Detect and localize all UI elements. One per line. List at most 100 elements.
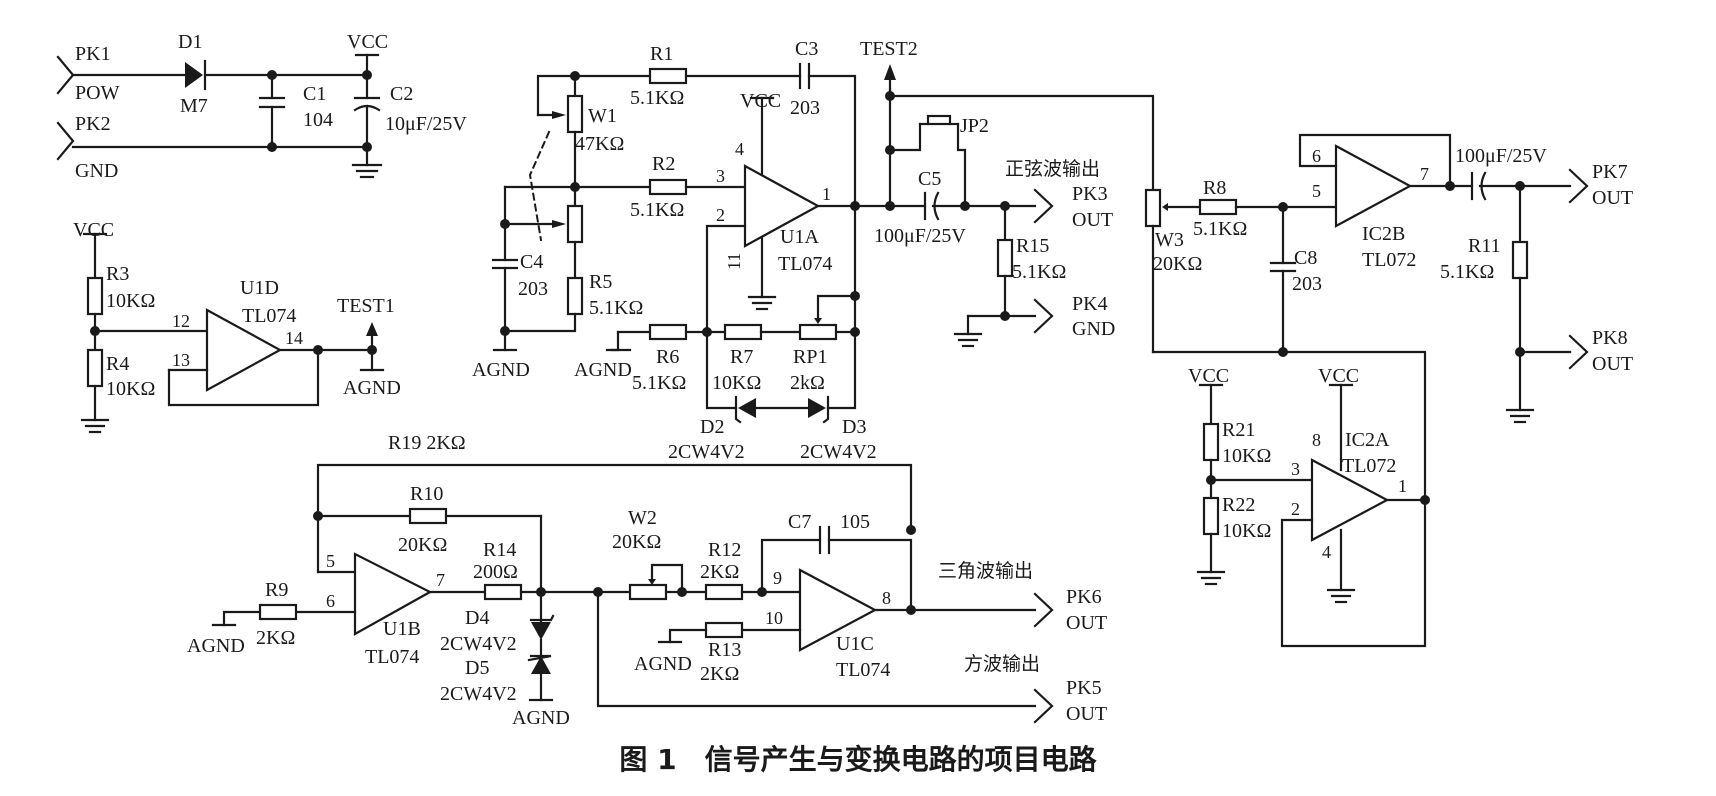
label-ic2a-pin1: 1	[1398, 476, 1407, 496]
label-c7-value: 105	[840, 511, 870, 533]
ic2-section	[1144, 133, 1589, 648]
label-vcc-r21: VCC	[1188, 365, 1229, 387]
label-pin14: 14	[285, 328, 303, 348]
resistor-r22	[1202, 496, 1220, 536]
label-agnd-r13: AGND	[634, 653, 692, 675]
label-r6-value: 5.1KΩ	[632, 372, 686, 394]
label-pin1: 1	[822, 184, 831, 204]
label-r21: R21	[1222, 419, 1255, 441]
label-pk3: PK3	[1072, 183, 1108, 205]
resistor-r6	[648, 323, 688, 341]
label-c5: C5	[918, 168, 941, 190]
label-vcc-u1d: VCC	[73, 219, 114, 241]
label-r21-value: 10KΩ	[1222, 445, 1271, 467]
label-pin4: 4	[735, 139, 744, 159]
label-r7: R7	[730, 346, 753, 368]
label-pk5: PK5	[1066, 677, 1102, 699]
label-d5: D5	[465, 657, 489, 679]
label-u1a-type: TL074	[778, 253, 832, 275]
label-square-output: 方波输出	[964, 653, 1040, 675]
zener-d5	[531, 656, 551, 674]
label-c4-value: 203	[518, 278, 548, 300]
resistor-r1	[648, 67, 688, 85]
label-d4-value: 2CW4V2	[440, 633, 517, 655]
label-vcc-u1a: VCC	[740, 90, 781, 112]
label-r12: R12	[708, 539, 741, 561]
label-pk4: PK4	[1072, 293, 1108, 315]
label-r7-value: 10KΩ	[712, 372, 761, 394]
label-r15-value: 5.1KΩ	[1012, 261, 1066, 283]
resistor-r7	[723, 323, 763, 341]
label-ic2b-pin5: 5	[1312, 181, 1321, 201]
diode-d1-symbol	[185, 62, 203, 88]
label-c2: C2	[390, 83, 413, 105]
label-ic2b-type: TL072	[1362, 249, 1416, 271]
label-c1: C1	[303, 83, 326, 105]
label-w3-value: 20KΩ	[1153, 253, 1202, 275]
label-w2-value: 20KΩ	[612, 531, 661, 553]
label-jp2: JP2	[960, 115, 989, 137]
power-input-section	[56, 53, 383, 179]
potentiometer-rp1	[798, 323, 838, 341]
label-r10-value: 20KΩ	[398, 534, 447, 556]
label-pin3: 3	[716, 166, 725, 186]
label-agnd-test1: AGND	[343, 377, 401, 399]
label-r11: R11	[1468, 235, 1501, 257]
label-r14-value: 200Ω	[473, 561, 518, 583]
label-d4: D4	[465, 607, 489, 629]
label-w1-value: 47KΩ	[575, 133, 624, 155]
label-c4: C4	[520, 251, 543, 273]
label-r5-value: 5.1KΩ	[589, 297, 643, 319]
label-c3: C3	[795, 38, 818, 60]
label-c9-value: 100μF/25V	[1455, 145, 1547, 167]
opamp-u1b	[353, 552, 433, 636]
label-r22-value: 10KΩ	[1222, 520, 1271, 542]
label-w3: W3	[1155, 229, 1184, 251]
component-labels: PK1 POW PK2 GND D1 M7 VCC C1 104 C2 10μF…	[73, 31, 1633, 729]
label-pk3-out: OUT	[1072, 209, 1113, 231]
label-r1: R1	[650, 43, 673, 65]
label-sine-output: 正弦波输出	[1005, 158, 1100, 180]
label-u1a: U1A	[780, 226, 819, 248]
opamp-u1c	[798, 568, 878, 652]
label-r4: R4	[106, 353, 129, 375]
label-ic2b-pin6: 6	[1312, 146, 1321, 166]
label-pin13: 13	[172, 350, 190, 370]
label-pk8: PK8	[1592, 327, 1628, 349]
label-c5-value: 100μF/25V	[874, 225, 966, 247]
label-ic2b-pin7: 7	[1420, 164, 1429, 184]
label-ic2b: IC2B	[1362, 223, 1405, 245]
resistor-r4	[86, 348, 104, 388]
label-pow: POW	[75, 82, 120, 104]
label-test2: TEST2	[860, 38, 918, 60]
label-r2-value: 5.1KΩ	[630, 199, 684, 221]
potentiometer-w3	[1144, 188, 1162, 228]
resistor-r8	[1198, 198, 1238, 216]
label-pk5-out: OUT	[1066, 703, 1107, 725]
label-d3: D3	[842, 416, 866, 438]
label-c3-value: 203	[790, 97, 820, 119]
label-ic2a-pin4: 4	[1322, 542, 1331, 562]
label-pin11: 11	[724, 253, 744, 270]
label-c2-value: 10μF/25V	[385, 113, 467, 135]
label-c7: C7	[788, 511, 811, 533]
label-ic2a-pin3: 3	[1291, 459, 1300, 479]
label-agnd-r9: AGND	[187, 635, 245, 657]
label-r11-value: 5.1KΩ	[1440, 261, 1494, 283]
label-r13-value: 2KΩ	[700, 663, 739, 685]
resistor-r9	[258, 603, 298, 621]
label-u1b-pin7: 7	[436, 570, 445, 590]
label-r9-value: 2KΩ	[256, 627, 295, 649]
resistor-r5	[566, 276, 584, 316]
label-u1b: U1B	[383, 618, 421, 640]
label-u1c: U1C	[836, 633, 874, 655]
label-ic2a: IC2A	[1345, 429, 1390, 451]
label-agnd-d5: AGND	[512, 707, 570, 729]
label-m7: M7	[180, 95, 208, 117]
jumper-jp2	[926, 114, 952, 126]
label-ic2a-pin8: 8	[1312, 430, 1321, 450]
label-r4-value: 10KΩ	[106, 378, 155, 400]
label-rp1-value: 2kΩ	[790, 372, 825, 394]
label-c1-value: 104	[303, 109, 333, 131]
